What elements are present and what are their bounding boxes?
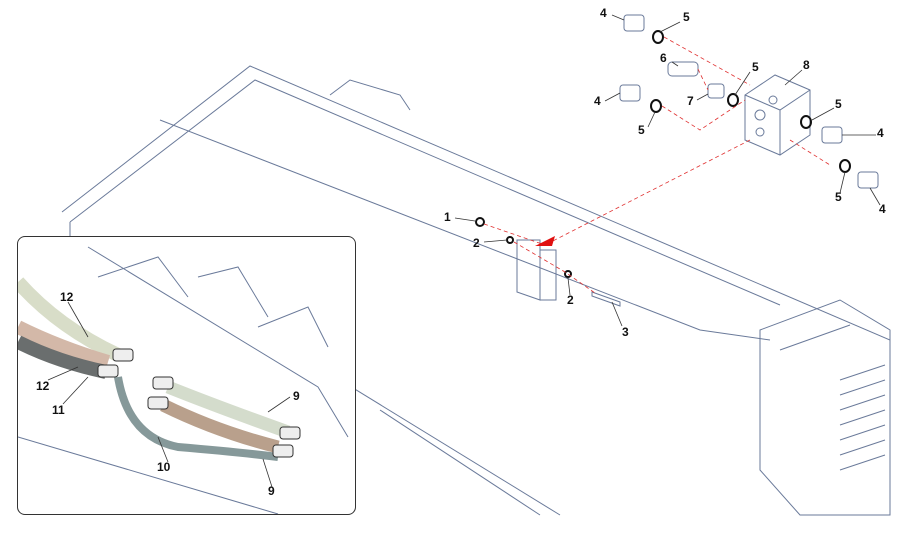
callout-12: 12: [36, 379, 50, 393]
callout-9: 9: [268, 484, 275, 498]
callout-12: 12: [60, 290, 74, 304]
callout-5: 5: [752, 60, 759, 74]
callout-5: 5: [835, 190, 842, 204]
callout-4: 4: [879, 202, 886, 216]
callout-7: 7: [687, 94, 694, 108]
callout-5: 5: [683, 10, 690, 24]
callout-4: 4: [594, 94, 601, 108]
callout-3: 3: [622, 325, 629, 339]
direction-arrow: [535, 236, 555, 246]
callout-1: 1: [444, 210, 451, 224]
callout-9: 9: [293, 389, 300, 403]
callout-5: 5: [835, 97, 842, 111]
callout-4: 4: [877, 126, 884, 140]
callout-4: 4: [600, 6, 607, 20]
callout-6: 6: [660, 51, 667, 65]
callout-10: 10: [157, 460, 171, 474]
hose-detail-inset: 12 12 11 10 9 9: [17, 236, 356, 515]
callout-2: 2: [567, 293, 574, 307]
callout-2: 2: [473, 236, 480, 250]
hose-detail-drawing: [18, 246, 349, 514]
callout-11: 11: [52, 403, 65, 417]
callout-8: 8: [803, 58, 810, 72]
callout-5: 5: [638, 123, 645, 137]
